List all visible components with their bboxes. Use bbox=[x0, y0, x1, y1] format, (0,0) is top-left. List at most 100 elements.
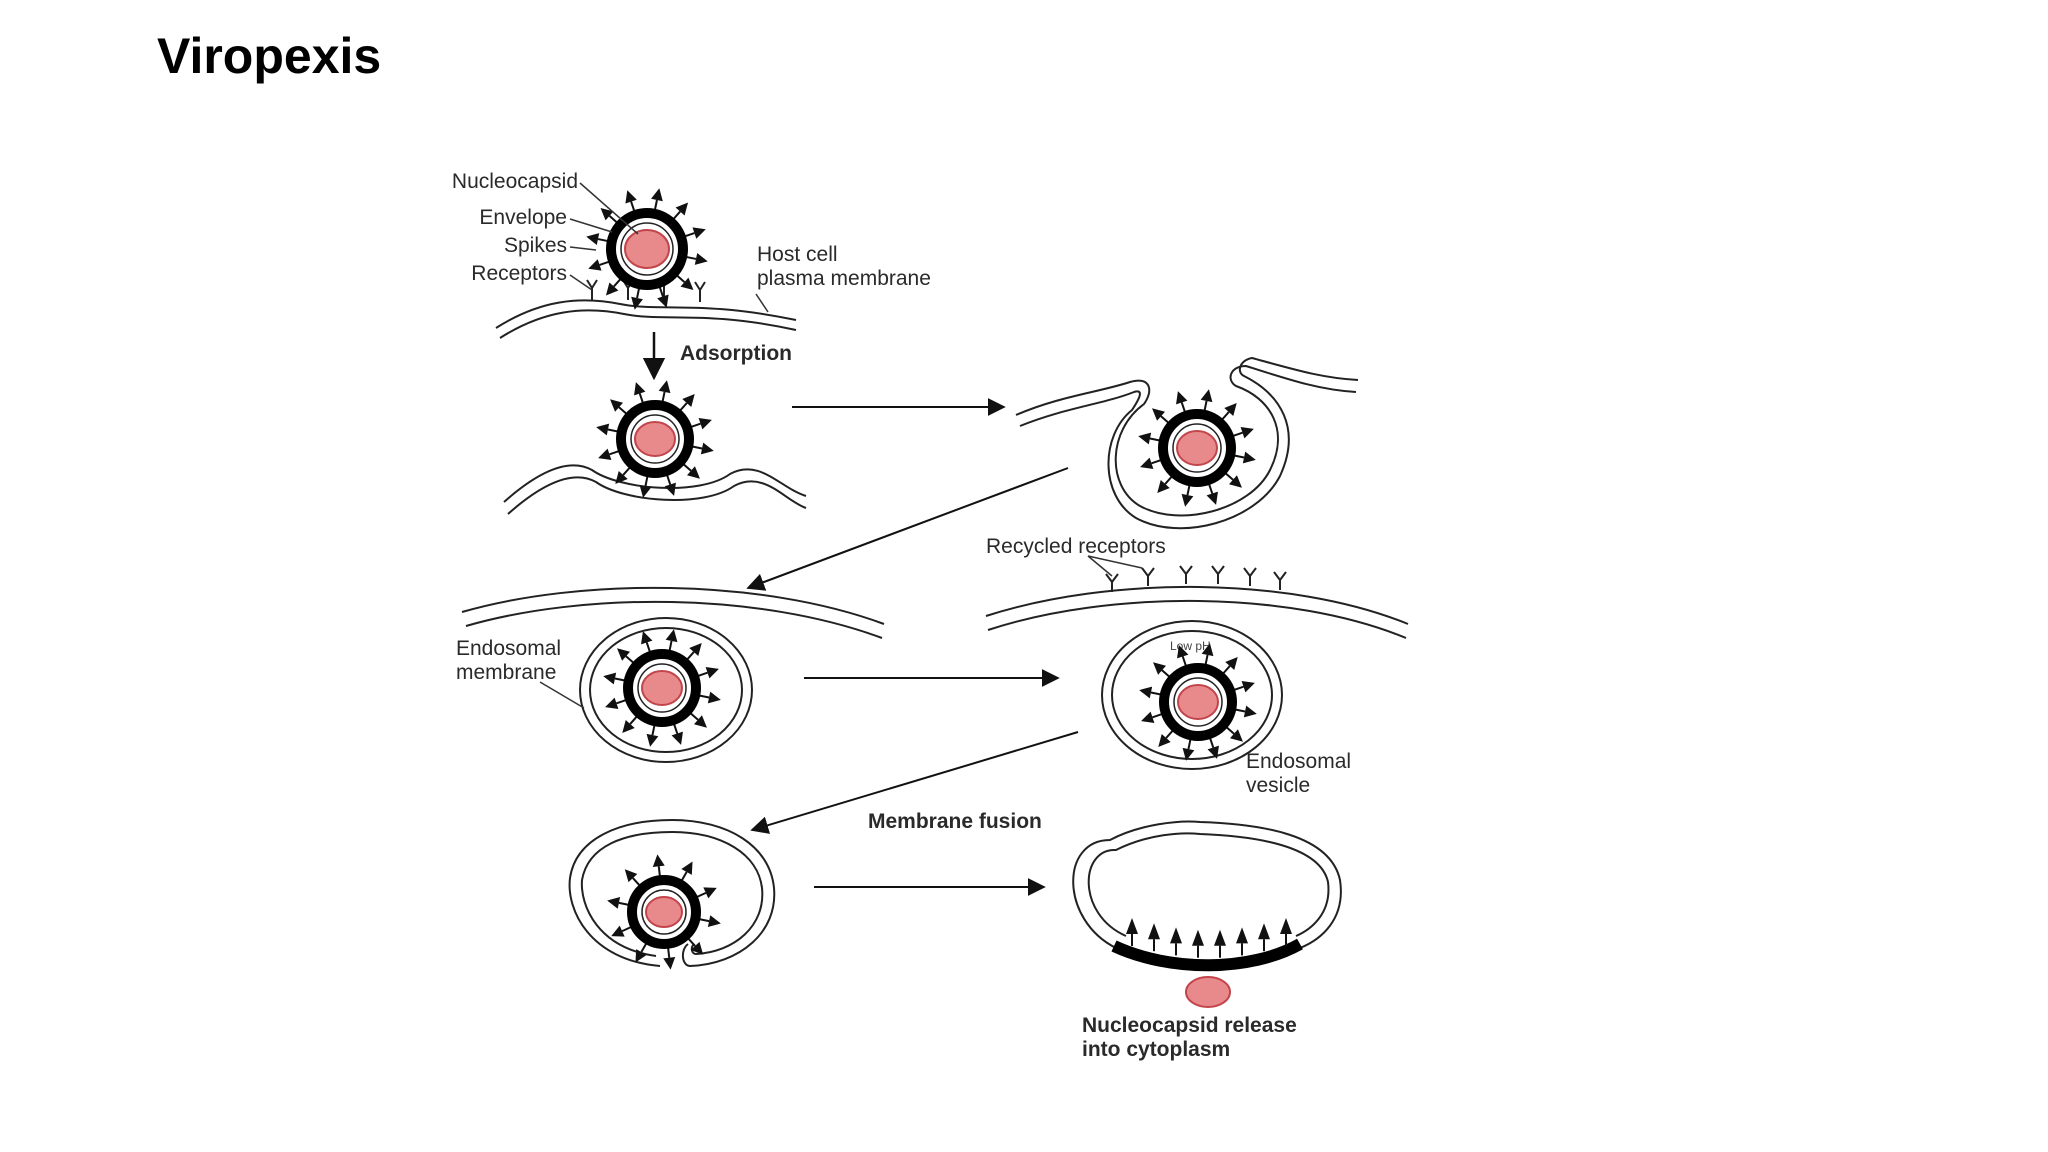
virion-6-spike bbox=[690, 941, 704, 955]
virion-2-spike bbox=[639, 484, 652, 498]
virion-2-spike bbox=[664, 482, 676, 496]
plasma-membrane-1 bbox=[495, 299, 797, 339]
arrow-3-to-4 bbox=[746, 467, 1069, 591]
virion-2-envelope bbox=[616, 400, 694, 478]
virion-3-spike bbox=[1229, 475, 1242, 488]
leader-recycled-receptors bbox=[1087, 555, 1143, 577]
label-release-2: into cytoplasm bbox=[1082, 1038, 1230, 1061]
virion-3-spike bbox=[1240, 427, 1254, 439]
virion-5-spike bbox=[1225, 657, 1238, 670]
fused-envelope bbox=[1111, 938, 1303, 972]
label-envelope: Envelope bbox=[479, 206, 567, 229]
virion-4-spike bbox=[665, 629, 678, 643]
endosome-inner-5 bbox=[1111, 630, 1273, 760]
virion-1-spike bbox=[680, 277, 694, 291]
recycled-receptors bbox=[1105, 565, 1287, 592]
released-spike bbox=[1126, 918, 1138, 934]
plasma-membrane-5 bbox=[985, 585, 1409, 639]
virion-4-envelope bbox=[623, 649, 701, 727]
virion-4-nucleocapsid bbox=[641, 670, 683, 706]
virion-5 bbox=[1139, 643, 1257, 761]
virion-6-spike bbox=[635, 949, 647, 963]
virion-3-spike bbox=[1157, 480, 1170, 493]
virion-6-spike bbox=[703, 887, 717, 899]
virion-2-spike bbox=[615, 471, 628, 484]
virion-3-spike bbox=[1176, 391, 1188, 405]
virion-2-nucleocapsid bbox=[634, 421, 676, 457]
virion-3-spike bbox=[1152, 408, 1165, 421]
plasma-membrane-2 bbox=[503, 464, 807, 515]
label-endosomal-membrane-1: Endosomal bbox=[456, 637, 561, 660]
invaginating-membrane bbox=[1015, 356, 1359, 530]
virion-6-spike bbox=[681, 861, 693, 875]
endosome-inner-4 bbox=[589, 627, 743, 753]
virion-4-spike bbox=[641, 631, 653, 645]
released-spike bbox=[1170, 927, 1182, 944]
virion-2-spike bbox=[598, 448, 612, 460]
virion-1-spike bbox=[657, 294, 669, 308]
label-endosomal-vesicle-2: vesicle bbox=[1246, 774, 1310, 797]
release-vesicle bbox=[1072, 820, 1342, 949]
virion-2-spike bbox=[596, 423, 610, 436]
virion-3-spike bbox=[1242, 451, 1256, 464]
virion-4-spike bbox=[707, 691, 721, 704]
virion-3-nucleocapsid bbox=[1176, 430, 1218, 466]
label-plasma-membrane: plasma membrane bbox=[757, 267, 931, 290]
virion-5-spike bbox=[1141, 711, 1155, 723]
virion-4-spike bbox=[603, 672, 617, 685]
virion-4-spike bbox=[646, 733, 659, 747]
virion-3-spike bbox=[1224, 403, 1237, 416]
virion-1-spike bbox=[631, 296, 643, 310]
released-spike bbox=[1214, 929, 1226, 946]
virion-1-spike bbox=[692, 227, 706, 239]
virion-6 bbox=[607, 854, 721, 970]
virion-6-spike bbox=[707, 915, 721, 928]
virion-1-spike bbox=[586, 233, 600, 245]
virion-5-spike bbox=[1177, 645, 1189, 659]
released-spike bbox=[1236, 927, 1248, 944]
released-spike bbox=[1148, 923, 1160, 940]
virion-5-spike bbox=[1182, 747, 1195, 761]
released-spike bbox=[1280, 918, 1292, 934]
virion-2-spike bbox=[610, 399, 623, 412]
label-adsorption: Adsorption bbox=[680, 342, 792, 365]
virion-5-nucleocapsid bbox=[1177, 684, 1219, 720]
virion-5-spike bbox=[1243, 705, 1257, 718]
label-recycled-receptors: Recycled receptors bbox=[986, 535, 1166, 558]
label-release-1: Nucleocapsid release bbox=[1082, 1014, 1297, 1037]
label-nucleocapsid: Nucleocapsid bbox=[452, 170, 578, 193]
label-host-cell: Host cell bbox=[757, 243, 838, 266]
virion-5-spike bbox=[1153, 662, 1166, 675]
virion-1 bbox=[586, 188, 708, 310]
released-spike bbox=[1192, 929, 1204, 946]
virion-2-spike bbox=[700, 442, 714, 455]
virion-6-spike bbox=[607, 896, 621, 909]
virion-5-spike bbox=[1139, 686, 1153, 699]
virion-3-spike bbox=[1200, 389, 1213, 403]
arrow-5-to-6 bbox=[750, 731, 1079, 834]
virion-2-spike bbox=[634, 382, 646, 396]
label-endosomal-membrane-2: membrane bbox=[456, 661, 556, 684]
stage-7-release: Nucleocapsid release into cytoplasm bbox=[1072, 820, 1342, 1061]
virion-5-envelope bbox=[1159, 663, 1237, 741]
leader-endosomal-membrane bbox=[539, 681, 585, 709]
virion-5-spike bbox=[1201, 643, 1214, 657]
virion-3-spike bbox=[1181, 493, 1194, 507]
stage-4-endosome: Endosomal membrane bbox=[456, 586, 885, 763]
virion-4 bbox=[603, 629, 721, 747]
label-membrane-fusion: Membrane fusion bbox=[868, 810, 1042, 833]
fusing-vesicle bbox=[568, 818, 776, 968]
virion-6-spike bbox=[652, 854, 665, 867]
virion-6-nucleocapsid bbox=[645, 896, 683, 928]
stage-3-invagination bbox=[1015, 356, 1359, 530]
virion-1-spike bbox=[694, 253, 708, 265]
released-nucleocapsid bbox=[1185, 976, 1231, 1008]
endosome-outer-4 bbox=[579, 617, 753, 763]
stage-5-low-ph: Recycled receptors Low pH Endosomal vesi… bbox=[985, 535, 1409, 797]
stage-6-fusion bbox=[568, 818, 776, 970]
plasma-membrane-4 bbox=[461, 586, 885, 639]
virion-4-spike bbox=[617, 648, 630, 661]
virion-3-spike bbox=[1206, 491, 1218, 505]
virion-4-spike bbox=[671, 731, 683, 745]
